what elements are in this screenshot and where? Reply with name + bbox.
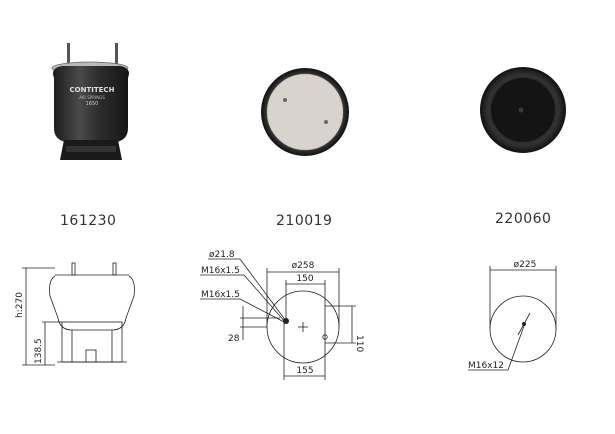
bolt-dia-dim: ø21.8	[209, 250, 235, 260]
small-dim: 28	[228, 334, 240, 344]
top-span-dim: 150	[296, 274, 313, 284]
height-dim: h:270	[15, 292, 25, 318]
dia-dim-c: ø225	[514, 260, 537, 270]
part-label-2: 210019	[276, 213, 333, 229]
dia-dim: ø258	[292, 261, 315, 271]
part-label-3: 220060	[495, 211, 552, 227]
bottom-span-dim: 155	[296, 366, 313, 376]
model-text: 1650	[86, 101, 99, 107]
drawing-top-plate: ø258 150 110 155 28 ø21.8 M16x1.5 M16x1.…	[200, 250, 364, 380]
lower-dim: 138.5	[34, 338, 44, 364]
drawing-side-section: h:270 138.5	[15, 262, 135, 366]
right-span-dim: 110	[354, 335, 364, 352]
brand-text: CONTITECH	[70, 86, 115, 94]
drawing-bottom-plate: ø225 M16x12	[468, 260, 557, 371]
brand-subtext: AIR SPRINGS	[79, 95, 105, 100]
thread2-dim: M16x1.5	[201, 290, 240, 300]
photo-top-view	[261, 68, 349, 156]
thread-dim-c: M16x12	[468, 361, 504, 371]
thread1-dim: M16x1.5	[201, 266, 240, 276]
part-label-1: 161230	[60, 213, 117, 229]
photo-bottom-view	[480, 67, 566, 153]
photo-side-view: CONTITECH AIR SPRINGS 1650	[51, 43, 129, 160]
